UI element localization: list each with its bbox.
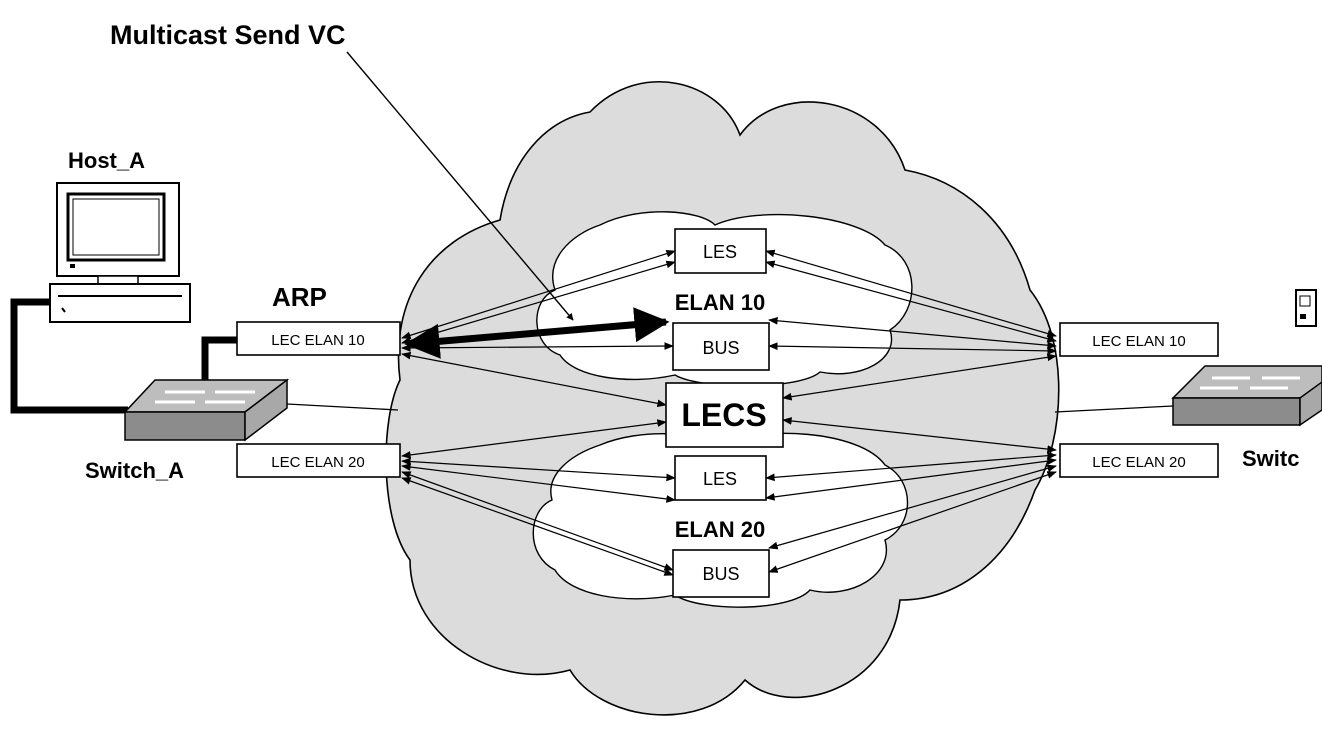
les-elan20: LES <box>674 455 767 501</box>
right-host-icon <box>1295 289 1317 327</box>
bus-elan10: BUS <box>672 322 770 371</box>
multicast-send-vc-arrow <box>404 307 670 359</box>
arp-label: ARP <box>272 282 327 312</box>
right-switch-label: Switc <box>1242 446 1299 471</box>
host-cable <box>10 298 128 414</box>
switch-a-icon <box>123 378 290 442</box>
lecs-server: LECS <box>665 382 784 448</box>
vc-right20-bus20b <box>768 471 1057 573</box>
elan10-label: ELAN 10 <box>675 290 765 315</box>
vc-right10-bus10b <box>768 342 1057 355</box>
host-computer-icon <box>49 182 191 323</box>
lec-left-elan20: LEC ELAN 20 <box>236 443 401 478</box>
svg-text:LEC ELAN 10: LEC ELAN 10 <box>271 332 364 349</box>
vc-left10-lecs <box>401 351 667 408</box>
svg-text:LEC ELAN 20: LEC ELAN 20 <box>1092 454 1185 471</box>
vc-right10-bus10 <box>768 316 1057 350</box>
left-switch-link <box>286 403 399 411</box>
vc-right20-lecs <box>782 417 1057 453</box>
elan20-label: ELAN 20 <box>675 517 765 542</box>
right-switch-icon <box>1171 365 1322 427</box>
vc-left20-lecs <box>401 419 667 459</box>
lec-cable <box>201 336 237 380</box>
svg-text:LECS: LECS <box>681 397 766 433</box>
vc-right10-lecs <box>782 353 1057 401</box>
right-switch-link <box>1054 405 1174 413</box>
svg-text:BUS: BUS <box>702 338 739 358</box>
svg-text:LES: LES <box>703 242 737 262</box>
svg-text:LEC ELAN 10: LEC ELAN 10 <box>1092 333 1185 350</box>
svg-text:LEC ELAN 20: LEC ELAN 20 <box>271 454 364 471</box>
lec-left-elan10: LEC ELAN 10 <box>236 321 401 356</box>
les-elan10: LES <box>674 228 767 274</box>
host-label: Host_A <box>68 148 145 173</box>
diagram-title: Multicast Send VC <box>110 20 346 50</box>
lec-right-elan20: LEC ELAN 20 <box>1059 443 1219 478</box>
left-switch-label: Switch_A <box>85 458 184 483</box>
svg-text:BUS: BUS <box>702 564 739 584</box>
bus-elan20: BUS <box>672 549 770 598</box>
svg-text:LES: LES <box>703 469 737 489</box>
vc-left20-bus20b <box>401 477 674 576</box>
lec-right-elan10: LEC ELAN 10 <box>1059 322 1219 357</box>
